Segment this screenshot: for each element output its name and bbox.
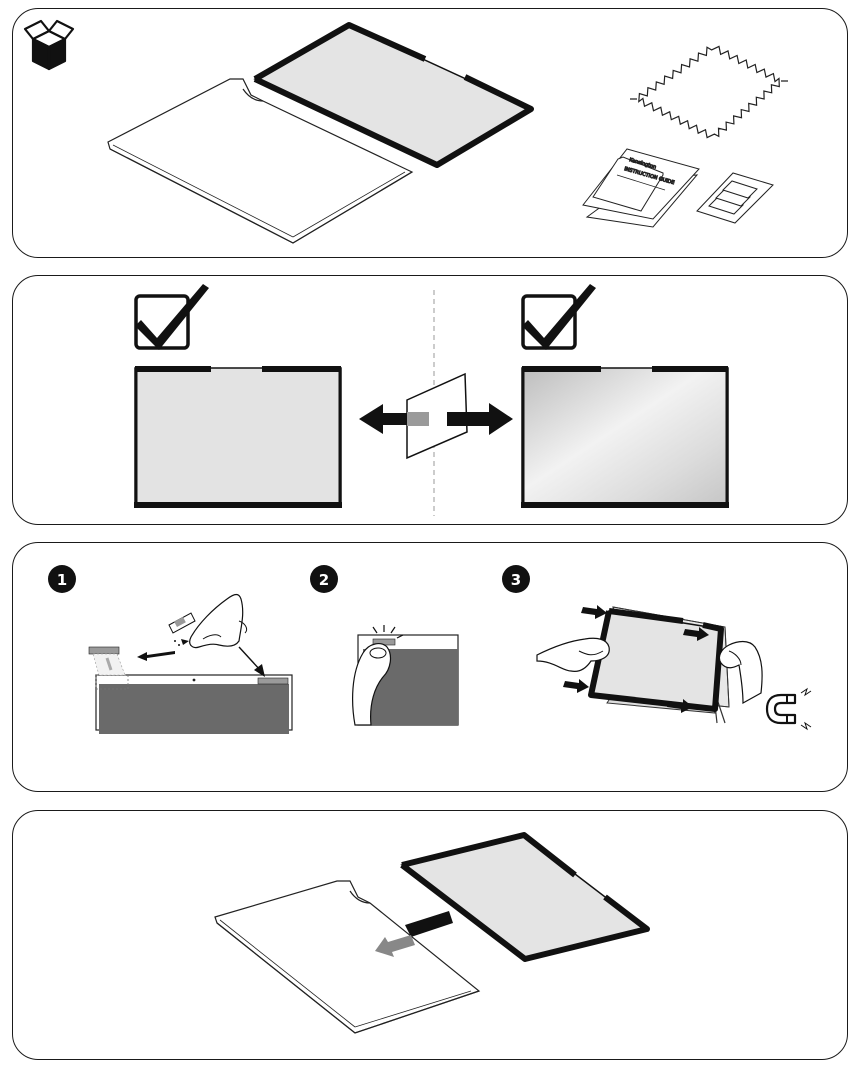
magnet-icon [765,687,812,731]
step-1-badge: 1 [48,565,76,593]
matte-screen-side [134,366,342,508]
hand-icon [189,593,244,649]
box-contents-illustration: Kensington INSTRUCTION GUIDE [23,19,788,244]
box-contents-panel: Kensington INSTRUCTION GUIDE [12,8,848,258]
cleaning-cloth [630,45,788,139]
privacy-screen [400,832,650,962]
flip-indicator [359,372,513,460]
open-box-icon [23,19,75,71]
checkmark-icon-right [521,284,596,350]
arrow-left-icon [359,404,407,434]
step-1-number: 1 [57,571,67,589]
arrow-right-icon [447,403,513,435]
arrow-right-icon [581,605,607,619]
arrow-right-icon [683,627,709,641]
arrow-right-icon [563,679,589,693]
reversible-sides-illustration [134,284,729,516]
insert-arrow-icon [375,911,453,957]
arrow-left-icon [137,651,175,661]
reversible-sides-panel [12,275,848,525]
left-hand-icon [536,637,610,672]
step-2-illustration [352,625,459,726]
step-3-badge: 3 [502,565,530,593]
arrow-right-icon [667,699,693,713]
installation-steps-panel: 1 2 3 [12,542,848,792]
adhesive-tabs-card [696,172,774,224]
right-hand-icon [718,640,763,705]
privacy-screen [253,22,534,168]
step-3-number: 3 [511,571,521,589]
checkmark-icon-left [134,284,209,350]
storage-panel [12,810,848,1060]
step-1-illustration [88,593,293,734]
arrow-down-right-icon [254,664,265,677]
storage-illustration [214,832,650,1034]
installation-steps-illustration: 1 2 3 [48,565,812,734]
instruction-guide: Kensington INSTRUCTION GUIDE [582,148,700,228]
protective-sleeve [107,78,414,244]
cloth-outline [638,45,780,139]
glossy-screen-side [521,366,729,508]
step-2-badge: 2 [310,565,338,593]
finger-icon [352,643,392,726]
press-burst-icon [372,625,404,639]
protective-sleeve [214,880,481,1034]
step-2-number: 2 [319,571,329,589]
step-3-illustration [536,605,812,731]
